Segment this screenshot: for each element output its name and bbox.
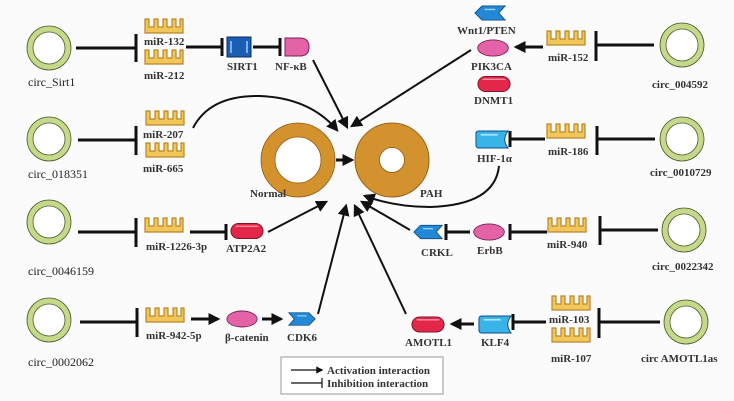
mirna-1226-label: miR-1226-3p <box>146 241 207 253</box>
mirna-1226-icon <box>144 217 184 233</box>
mirna-665-icon <box>145 142 185 158</box>
edge-activate <box>353 203 407 315</box>
edge-activate <box>359 200 411 231</box>
normal-vessel <box>260 122 336 198</box>
edge-activate <box>267 200 329 233</box>
circrna-0002062-icon <box>27 298 71 342</box>
dnmt1-icon <box>477 75 511 93</box>
nfkb-label: NF-κB <box>275 61 307 73</box>
circrna-004592-label: circ_004592 <box>652 79 709 91</box>
normal-label: Normal <box>250 188 286 200</box>
mirna-107-icon <box>551 327 591 343</box>
pik3ca-label: PIK3CA <box>471 61 512 73</box>
erbb-icon <box>473 223 505 241</box>
edge-activate <box>317 203 350 315</box>
pah-label: PAH <box>420 188 443 200</box>
sirt1-label: SIRT1 <box>227 61 258 73</box>
mirna-132-icon <box>144 18 184 34</box>
mirna-207-icon <box>145 110 185 126</box>
circrna-sirt1-label: circ_Sirt1 <box>28 75 75 89</box>
wnt1-pten-icon <box>474 5 506 21</box>
circrna-amotl1as-label: circ AMOTL1as <box>641 353 718 365</box>
edge-activate <box>362 165 500 209</box>
mirna-940-label: miR-940 <box>547 239 588 251</box>
klf4-label: KLF4 <box>481 337 510 349</box>
klf4-icon <box>478 315 512 334</box>
sirt1-icon <box>226 36 252 58</box>
circrna-0002062-label: circ_0002062 <box>28 355 94 369</box>
circrna-004592-icon <box>660 23 704 67</box>
beta-catenin-icon <box>226 310 258 328</box>
circrna-0046159-icon <box>27 200 71 244</box>
circrna-sirt1-icon <box>27 26 71 70</box>
mirna-212-icon <box>144 49 184 65</box>
dnmt1-label: DNMT1 <box>474 95 513 107</box>
atp2a2-label: ATP2A2 <box>226 243 267 255</box>
crkl-icon <box>413 224 443 240</box>
pik3ca-icon <box>477 39 509 57</box>
circrna-018351-label: circ_018351 <box>28 167 88 181</box>
mirna-940-icon <box>547 217 587 233</box>
mirna-942-icon <box>145 307 185 323</box>
mirna-186-icon <box>546 123 586 139</box>
mirna-107-label: miR-107 <box>551 353 592 365</box>
mirna-152-icon <box>546 30 586 46</box>
pah-vessel <box>354 122 430 198</box>
cdk6-label: CDK6 <box>287 332 317 344</box>
mirna-212-label: miR-212 <box>144 70 185 82</box>
hif1a-label: HIF-1α <box>477 153 513 165</box>
beta-catenin-label: β-catenin <box>225 332 269 344</box>
circrna-amotl1as-icon <box>664 300 708 344</box>
crkl-label: CRKL <box>421 247 453 259</box>
mirna-152-label: miR-152 <box>548 52 589 64</box>
mirna-942-label: miR-942-5p <box>146 330 202 342</box>
wnt1-pten-label: Wnt1/PTEN <box>457 25 516 37</box>
circrna-0010729-icon <box>660 117 704 161</box>
amotl1-icon <box>411 316 445 333</box>
cdk6-icon <box>288 312 316 326</box>
circrna-0022342-label: circ_0022342 <box>652 261 714 273</box>
mirna-665-label: miR-665 <box>143 163 184 175</box>
circrna-0046159-label: circ_0046159 <box>28 264 94 278</box>
mirna-132-label: miR-132 <box>144 36 185 48</box>
circrna-0022342-icon <box>662 208 706 252</box>
legend-inhibition-label: Inhibition interaction <box>327 378 428 390</box>
mirna-103-icon <box>551 295 591 311</box>
edge-activate <box>312 59 349 130</box>
hif1a-icon <box>475 130 509 149</box>
mirna-103-label: miR-103 <box>549 314 590 326</box>
legend-activation-label: Activation interaction <box>327 365 430 377</box>
atp2a2-icon <box>230 222 264 240</box>
mirna-186-label: miR-186 <box>548 146 589 158</box>
nfkb-icon <box>284 37 310 57</box>
amotl1-label: AMOTL1 <box>405 337 452 349</box>
circrna-018351-icon <box>27 117 71 161</box>
erbb-label: ErbB <box>477 245 503 257</box>
circrna-0010729-label: circ_0010729 <box>650 167 712 179</box>
mirna-207-label: miR-207 <box>143 129 184 141</box>
edge-activate <box>349 49 472 128</box>
legend: Activation interaction Inhibition intera… <box>280 356 444 395</box>
edge-activate <box>192 94 339 132</box>
